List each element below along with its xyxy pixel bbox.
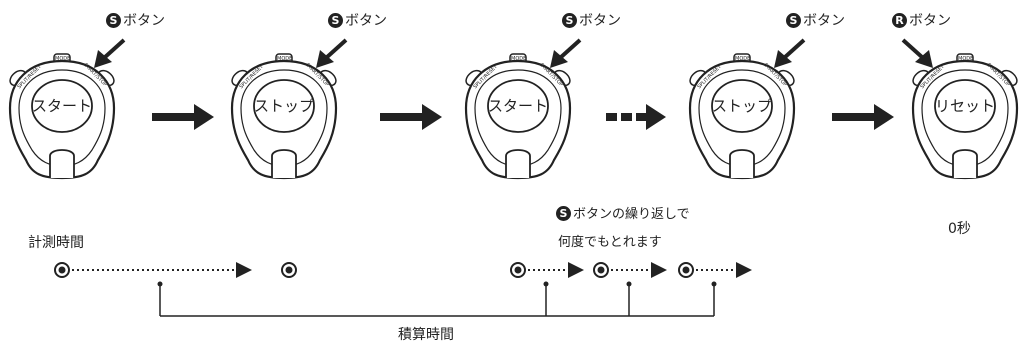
measured-time-label: 計測時間	[28, 235, 84, 251]
watch-face-label-1: スタート	[32, 97, 93, 115]
repeat-note-line-2: 何度でもとれます	[558, 235, 662, 250]
stopwatch-2	[228, 52, 340, 180]
press-arrow-2	[316, 38, 348, 68]
stopwatch-3	[462, 52, 574, 180]
s-button-icon: S	[562, 13, 577, 28]
mode-marking: MODE	[277, 56, 293, 62]
button-label: ボタン	[909, 13, 951, 29]
mode-marking: MODE	[735, 56, 751, 62]
stopwatch-1	[6, 52, 118, 180]
s-button-icon: S	[106, 13, 121, 28]
mode-marking: MODE	[958, 56, 974, 62]
watch-face-label-2: ストップ	[254, 97, 315, 115]
measured-time-timeline	[54, 262, 752, 278]
flow-arrow-dashed	[606, 104, 666, 130]
zero-seconds-label: 0秒	[948, 221, 971, 237]
press-arrow-3	[550, 38, 582, 68]
button-label: ボタン	[803, 13, 845, 29]
cumulative-time-label: 積算時間	[398, 327, 454, 343]
s-button-icon: S	[328, 13, 343, 28]
stopwatch-4	[686, 52, 798, 180]
watch-face-label-5: リセット	[935, 97, 996, 115]
button-label: ボタン	[123, 13, 165, 29]
button-label: ボタン	[579, 13, 621, 29]
mode-marking: MODE	[55, 56, 71, 62]
press-arrow-4	[774, 38, 806, 68]
r-button-icon: R	[892, 13, 907, 28]
repeat-note-text: ボタンの繰り返しで	[573, 207, 690, 222]
flow-arrow-2	[380, 104, 442, 130]
watch-face-label-4: ストップ	[712, 97, 773, 115]
flow-arrow-4	[832, 104, 894, 130]
flow-arrow-1	[152, 104, 214, 130]
cumulative-time-bracket	[157, 281, 717, 317]
mode-marking: MODE	[511, 56, 527, 62]
press-arrow-1	[94, 38, 126, 68]
s-button-icon: S	[556, 206, 571, 221]
press-arrow-5	[901, 38, 933, 68]
button-label: ボタン	[345, 13, 387, 29]
s-button-icon: S	[786, 13, 801, 28]
watch-face-label-3: スタート	[488, 97, 549, 115]
stopwatch-5	[909, 52, 1021, 180]
